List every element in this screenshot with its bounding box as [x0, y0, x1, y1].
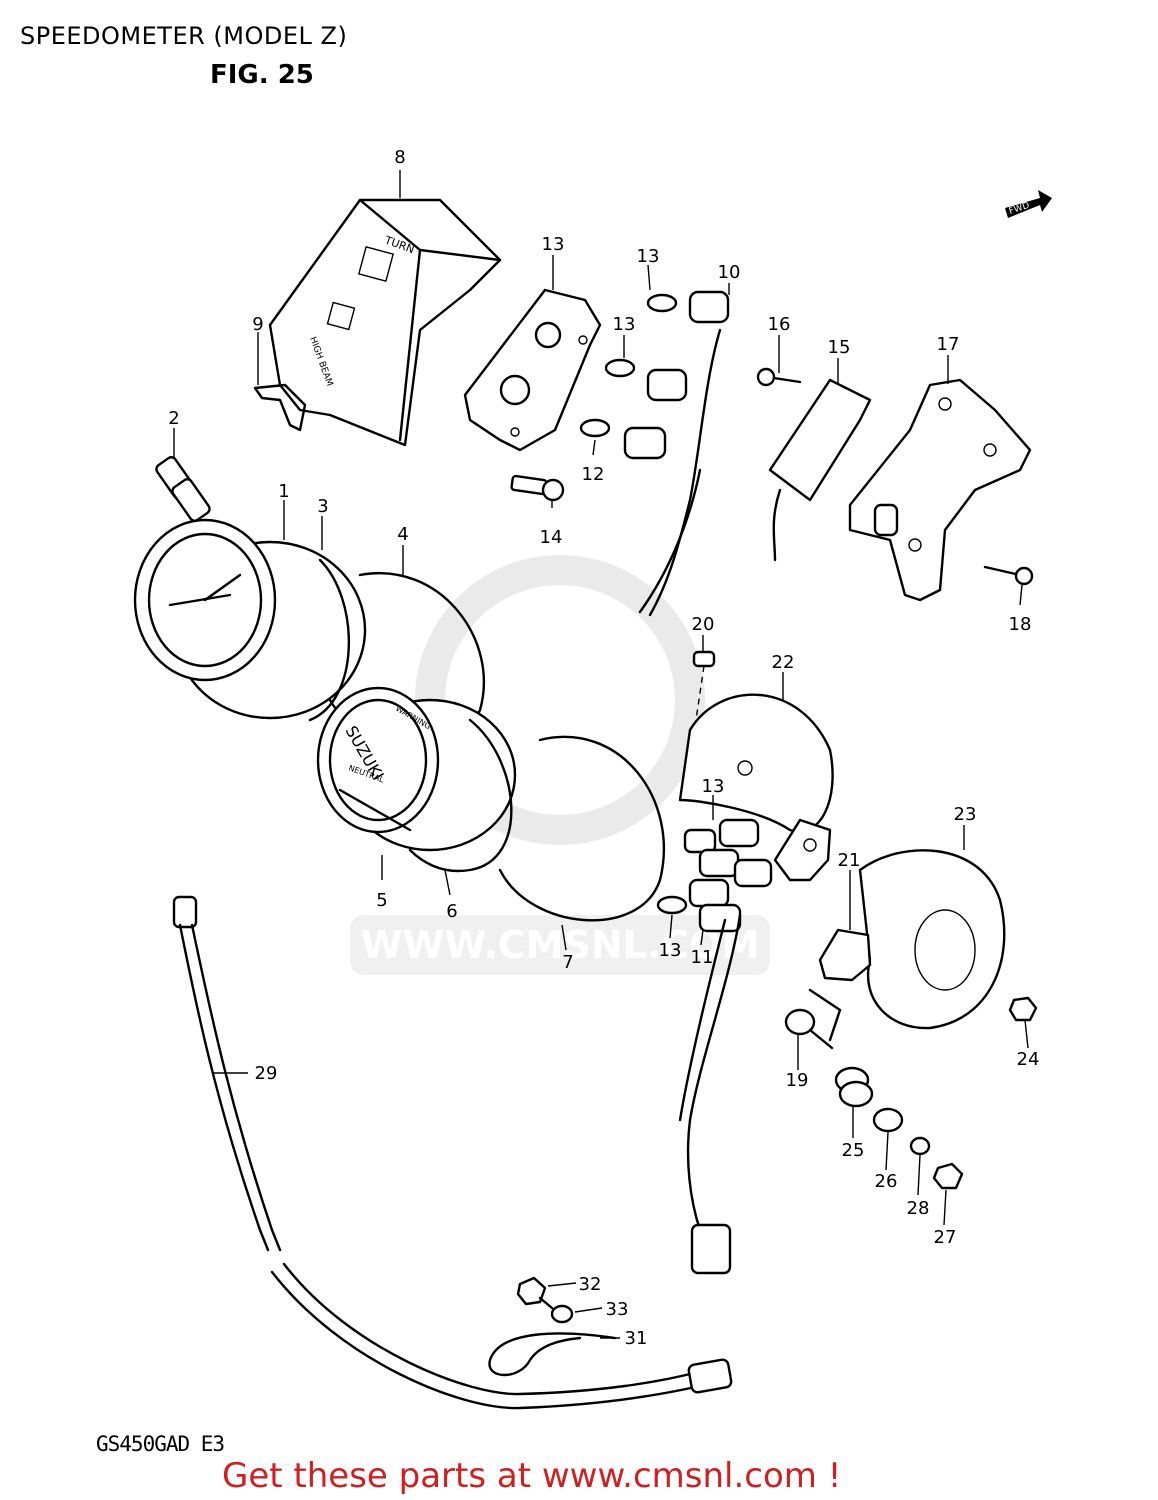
part-19-screw — [983, 565, 1034, 586]
part-16-relay — [768, 378, 872, 562]
callout-3: 3 — [317, 496, 328, 517]
lower-sockets — [656, 818, 773, 1275]
part-6-ring — [408, 718, 513, 873]
callout-14: 13 — [542, 234, 565, 255]
callout-8: 8 — [394, 147, 405, 168]
part-30-speedometer-cable — [172, 895, 733, 1410]
callout-19: 18 — [1009, 614, 1032, 635]
fwd-label: FWD — [1008, 201, 1031, 217]
part-7-case — [498, 735, 666, 922]
callout-11: 11 — [691, 947, 714, 968]
leader-lines — [173, 170, 1029, 1339]
part-28-nut — [932, 1162, 964, 1190]
callout-27: 26 — [875, 1171, 898, 1192]
callout-32: 32 — [579, 1274, 602, 1295]
callout-1: 1 — [278, 481, 289, 502]
callout-29: 28 — [907, 1198, 930, 1219]
part-15-screw — [510, 474, 565, 502]
callout-13: 13 — [637, 246, 660, 267]
callout-12: 12 — [582, 464, 605, 485]
callout-17: 16 — [768, 314, 791, 335]
part-3-ring — [308, 558, 351, 722]
callout-18: 17 — [937, 334, 960, 355]
part-33-washer — [550, 1304, 574, 1324]
callout-24: 23 — [954, 804, 977, 825]
figure-label: FIG. 25 — [210, 60, 314, 90]
callout-26: 25 — [842, 1140, 865, 1161]
callout-5: 5 — [376, 890, 387, 911]
callout-labels: 8 9 13 13 10 13 12 14 16 15 17 18 2 1 3 … — [168, 147, 1039, 1349]
callout-22: 21 — [838, 850, 861, 871]
part-21-nut — [692, 650, 716, 668]
part-25-nut — [1008, 996, 1038, 1022]
part-26-grommet — [834, 1066, 874, 1108]
callout-13: 13 — [659, 940, 682, 961]
callout-13: 13 — [702, 776, 725, 797]
callout-10: 10 — [718, 262, 741, 283]
callout-2: 2 — [168, 408, 179, 429]
part-32-bolt — [516, 1276, 554, 1310]
callout-23: 22 — [772, 652, 795, 673]
part-14-bulb-plate — [463, 288, 602, 452]
callout-20: 19 — [786, 1070, 809, 1091]
part-9-pad — [253, 383, 307, 432]
callout-28: 27 — [934, 1227, 957, 1248]
callout-13: 13 — [613, 314, 636, 335]
part-24-lower-case — [858, 849, 1006, 1030]
model-code: GS450GAD E3 — [96, 1432, 225, 1456]
part-20-stud — [784, 988, 842, 1050]
callout-25: 24 — [1017, 1049, 1040, 1070]
part-5-tachometer: SUZUKI WARNING NEUTRAL — [316, 686, 517, 852]
page-title: SPEEDOMETER (MODEL Z) — [20, 22, 348, 50]
part-22-switch — [818, 928, 872, 982]
cta-link[interactable]: Get these parts at www.cmsnl.com ! — [222, 1456, 842, 1496]
part-29-lock-washer — [909, 1136, 931, 1156]
bulbs-and-sockets — [579, 290, 730, 617]
part-27-washer — [872, 1107, 904, 1133]
part-2-fitting — [155, 456, 211, 522]
part-31-clip — [488, 1332, 617, 1377]
fwd-direction-icon: FWD — [1005, 190, 1052, 218]
callout-30: 29 — [255, 1063, 278, 1084]
callout-16: 15 — [828, 337, 851, 358]
part-17-screw — [756, 367, 802, 387]
part-23-meter-case — [678, 693, 834, 882]
callout-31: 31 — [625, 1328, 648, 1349]
part-18-bracket — [848, 378, 1032, 602]
callout-21: 20 — [692, 614, 715, 635]
part-1-speedometer — [133, 518, 367, 720]
callout-9: 9 — [252, 314, 263, 335]
part-8-meter-cover: TURN HIGH BEAM — [268, 198, 502, 447]
callout-7: 7 — [562, 952, 573, 973]
callout-6: 6 — [446, 901, 457, 922]
callout-33: 33 — [606, 1299, 629, 1320]
callout-15: 14 — [540, 527, 563, 548]
watermark-text: WWW.CMSNL.COM — [361, 923, 760, 967]
callout-4: 4 — [397, 524, 408, 545]
